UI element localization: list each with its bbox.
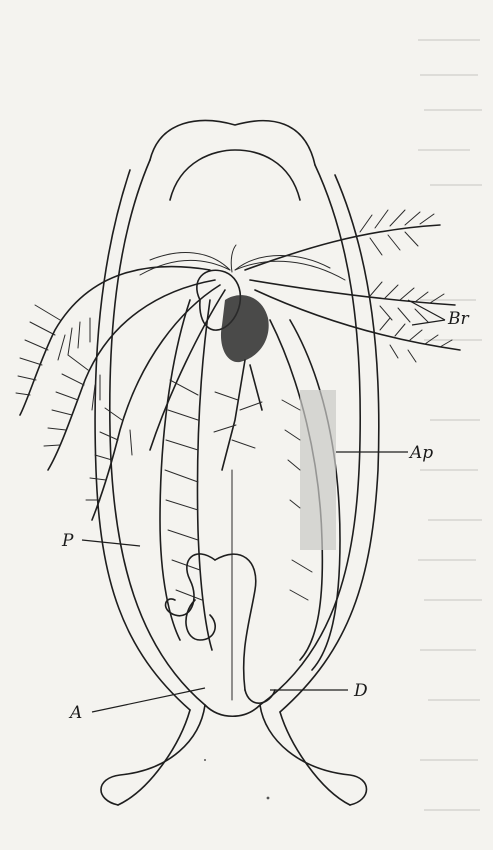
background-text-bleed: [418, 40, 482, 810]
label-br: Br: [447, 309, 469, 329]
intestine: [166, 554, 275, 703]
body-outline: [95, 121, 379, 712]
label-d: D: [353, 681, 368, 701]
label-p: P: [61, 531, 74, 551]
label-ap-group: Ap: [336, 443, 433, 463]
tail-fork: [101, 705, 367, 805]
label-a: A: [68, 703, 82, 723]
gill-plumes-left: [16, 267, 225, 520]
label-ap: Ap: [408, 443, 433, 463]
branchial-vessels: [140, 245, 345, 280]
heart-region: [197, 270, 269, 470]
organ-p: [160, 300, 212, 650]
print-specks: [204, 759, 269, 799]
